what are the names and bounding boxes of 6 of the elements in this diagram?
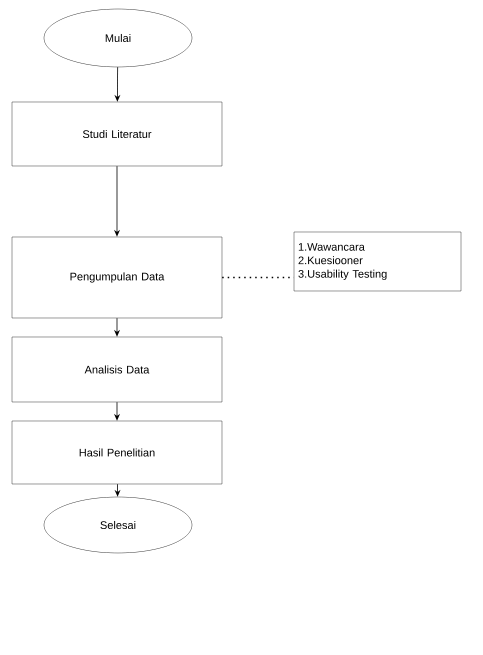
leader-line (222, 276, 294, 278)
process-box: Pengumpulan Data (12, 236, 222, 318)
process-box: Hasil Penelitian (12, 420, 222, 484)
process-box: Analisis Data (12, 336, 222, 402)
note-box: 1.Wawancara 2.Kuesiooner 3.Usability Testing (294, 232, 462, 292)
process-box: Studi Literatur (12, 102, 222, 166)
